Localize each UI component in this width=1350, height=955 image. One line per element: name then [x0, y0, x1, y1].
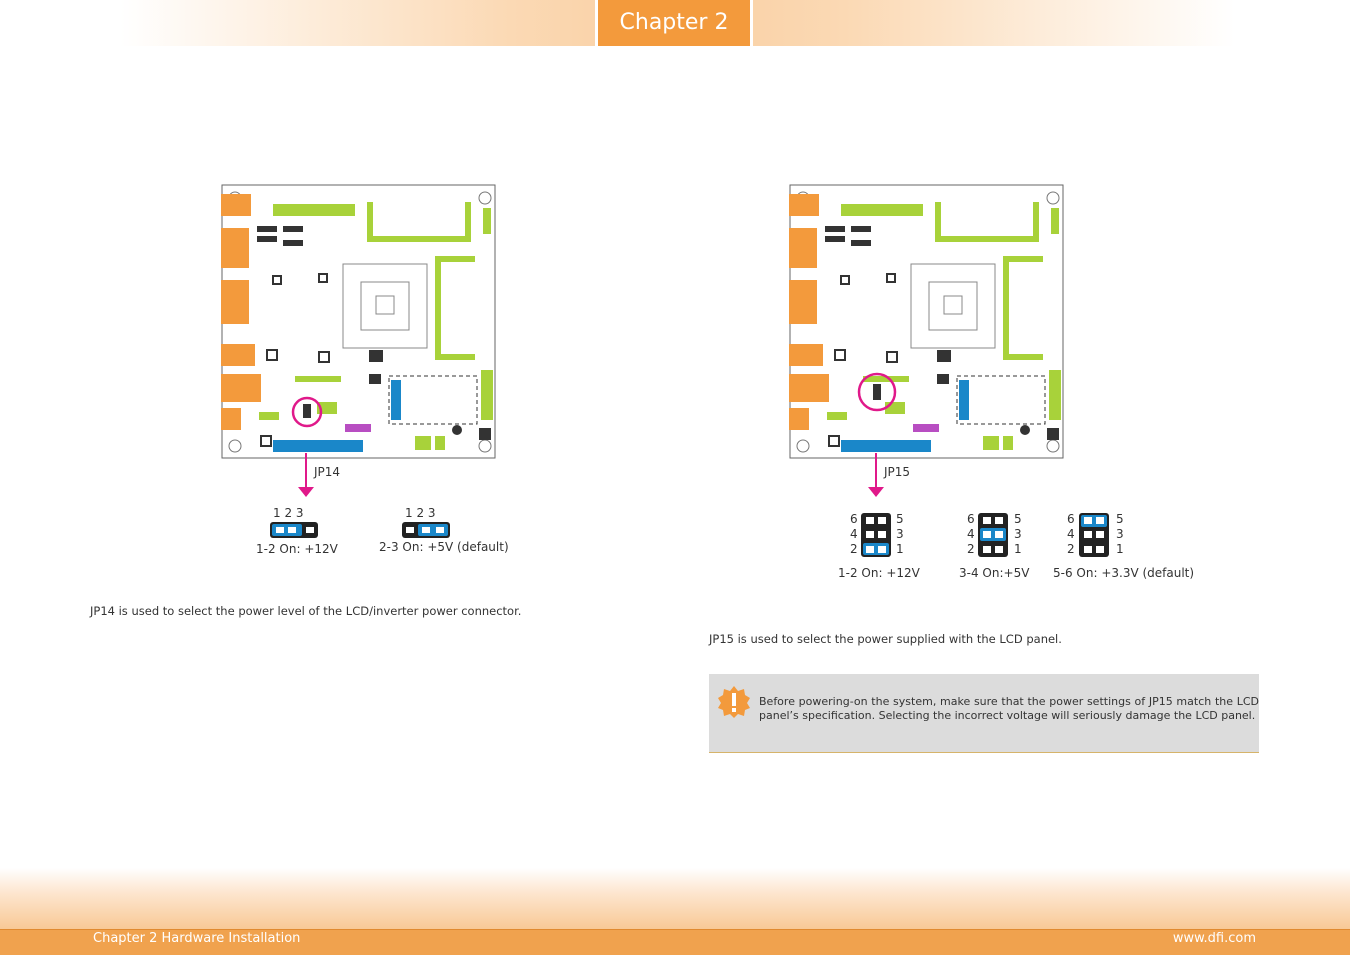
- jp15-option3-caption: 5-6 On: +3.3V (default): [1053, 566, 1195, 580]
- footer-bar: [0, 929, 1350, 955]
- jp14-option1-caption: 1-2 On: +12V: [256, 542, 338, 556]
- jp15-option1-caption: 1-2 On: +12V: [838, 566, 920, 580]
- jp14-pin-numbers: 1 2 3: [273, 506, 304, 520]
- jp14-option2-caption: 2-3 On: +5V (default): [379, 540, 509, 554]
- motherboard-diagram-left: [221, 184, 496, 459]
- warning-box: Before powering-on the system, make sure…: [709, 674, 1259, 753]
- jp15-label: JP15: [884, 465, 911, 479]
- jp15-option2-caption: 3-4 On:+5V: [959, 566, 1030, 580]
- chapter-tab: Chapter 2: [598, 0, 750, 46]
- motherboard-diagram-right: [789, 184, 1064, 459]
- tab-divider: [750, 0, 753, 46]
- jp14-label: JP14: [314, 465, 341, 479]
- warning-icon: [718, 686, 750, 718]
- warning-text: Before powering-on the system, make sure…: [759, 695, 1259, 722]
- jumper-1-2-icon: [270, 522, 318, 538]
- jumper-jp15-1-2-icon: [861, 513, 891, 557]
- pointer-arrow-left: [298, 453, 314, 497]
- jumper-2-3-icon: [402, 522, 450, 538]
- footer-band: [0, 868, 1350, 930]
- jumper-jp15-5-6-icon: [1079, 513, 1109, 557]
- jp14-pin-numbers: 1 2 3: [405, 506, 436, 520]
- pointer-arrow-right: [868, 453, 884, 497]
- jp15-description: JP15 is used to select the power supplie…: [709, 632, 1062, 646]
- footer-chapter-title: Chapter 2 Hardware Installation: [93, 931, 301, 946]
- jp14-description: JP14 is used to select the power level o…: [90, 604, 522, 618]
- footer-website-link[interactable]: www.dfi.com: [1172, 931, 1256, 946]
- jumper-jp15-3-4-icon: [978, 513, 1008, 557]
- tab-divider: [595, 0, 598, 46]
